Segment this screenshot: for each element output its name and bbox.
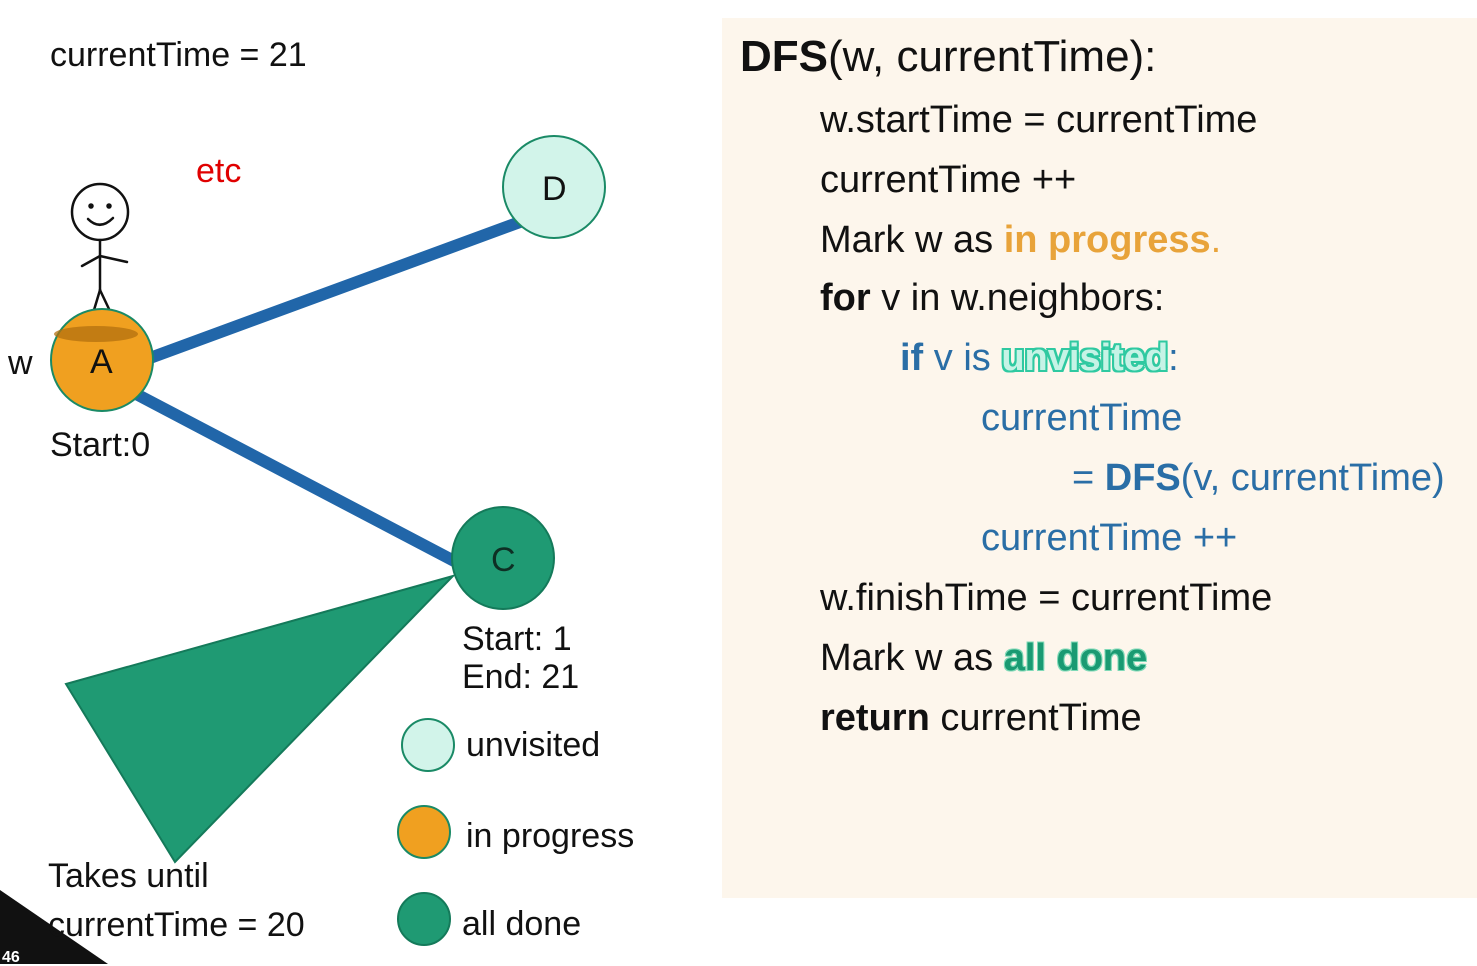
edge-a-d — [144, 216, 526, 364]
code-line-finish-time: w.finishTime = currentTime — [820, 577, 1273, 619]
mark-prefix: Mark w as — [820, 219, 1004, 261]
return-rest: currentTime — [929, 697, 1142, 739]
slide-number: 46 — [2, 949, 20, 966]
node-a-start-time: Start:0 — [50, 426, 151, 464]
code-line-inner-increment: currentTime ++ — [981, 517, 1238, 559]
node-c-end-time: End: 21 — [462, 658, 580, 696]
return-keyword: return — [820, 697, 930, 739]
code-line-dfs-call: = DFS(v, currentTime) — [1072, 456, 1445, 500]
code-line-mark-in-progress: Mark w as in progress. — [820, 218, 1221, 262]
code-line-mark-all-done: Mark w as all done — [820, 636, 1147, 680]
code-line-current-time: currentTime — [981, 397, 1183, 439]
legend-all-done-swatch — [397, 892, 451, 946]
pseudocode-panel: DFS(w, currentTime): w.startTime = curre… — [722, 18, 1477, 898]
node-c-start-time: Start: 1 — [462, 620, 572, 658]
node-a-pointer-label: w — [8, 344, 33, 382]
subtree-caption-line1: Takes until — [48, 857, 209, 895]
in-progress-word: in progress — [1003, 219, 1211, 261]
mark-done-prefix: Mark w as — [820, 637, 1004, 679]
legend-unvisited-label: unvisited — [466, 726, 601, 764]
for-keyword: for — [820, 277, 871, 319]
code-line-for-loop: for v in w.neighbors: — [820, 276, 1164, 320]
legend-in-progress-swatch — [397, 805, 451, 859]
etc-label: etc — [196, 152, 242, 190]
code-line-if-unvisited: if v is unvisited: — [900, 336, 1179, 380]
for-rest: v in w.neighbors: — [870, 277, 1165, 319]
subtree-triangle — [64, 574, 457, 864]
code-line-return: return currentTime — [820, 696, 1142, 740]
assign-prefix: = — [1072, 457, 1105, 499]
if-keyword: if — [900, 337, 924, 379]
node-c-circle — [451, 506, 555, 610]
code-line-increment: currentTime ++ — [820, 159, 1077, 201]
all-done-word: all done — [1003, 637, 1148, 679]
code-title-params: (w, currentTime): — [828, 32, 1157, 81]
legend-all-done-label: all done — [462, 905, 582, 943]
stick-figure-icon — [70, 182, 130, 332]
code-title: DFS(w, currentTime): — [740, 32, 1156, 82]
legend-unvisited-swatch — [401, 718, 455, 772]
if-mid: v is — [923, 337, 1002, 379]
code-title-func: DFS — [740, 32, 828, 81]
edge-a-c — [132, 389, 462, 568]
node-c-label: C — [491, 541, 516, 579]
legend-in-progress-label: in progress — [466, 817, 635, 855]
slide-corner — [0, 890, 108, 964]
node-d-label: D — [542, 170, 567, 208]
dfs-call-args: (v, currentTime) — [1180, 457, 1445, 499]
code-line-start-time: w.startTime = currentTime — [820, 99, 1258, 141]
footprint-smudge — [54, 326, 138, 342]
node-d-circle — [502, 135, 606, 239]
dfs-call-keyword: DFS — [1104, 457, 1181, 499]
unvisited-word: unvisited — [1001, 337, 1169, 379]
current-time-label: currentTime = 21 — [50, 36, 307, 74]
in-progress-period: . — [1210, 219, 1222, 261]
node-a-label: A — [90, 343, 113, 381]
subtree-caption-line2: currentTime = 20 — [48, 906, 305, 944]
if-colon: : — [1168, 337, 1179, 379]
